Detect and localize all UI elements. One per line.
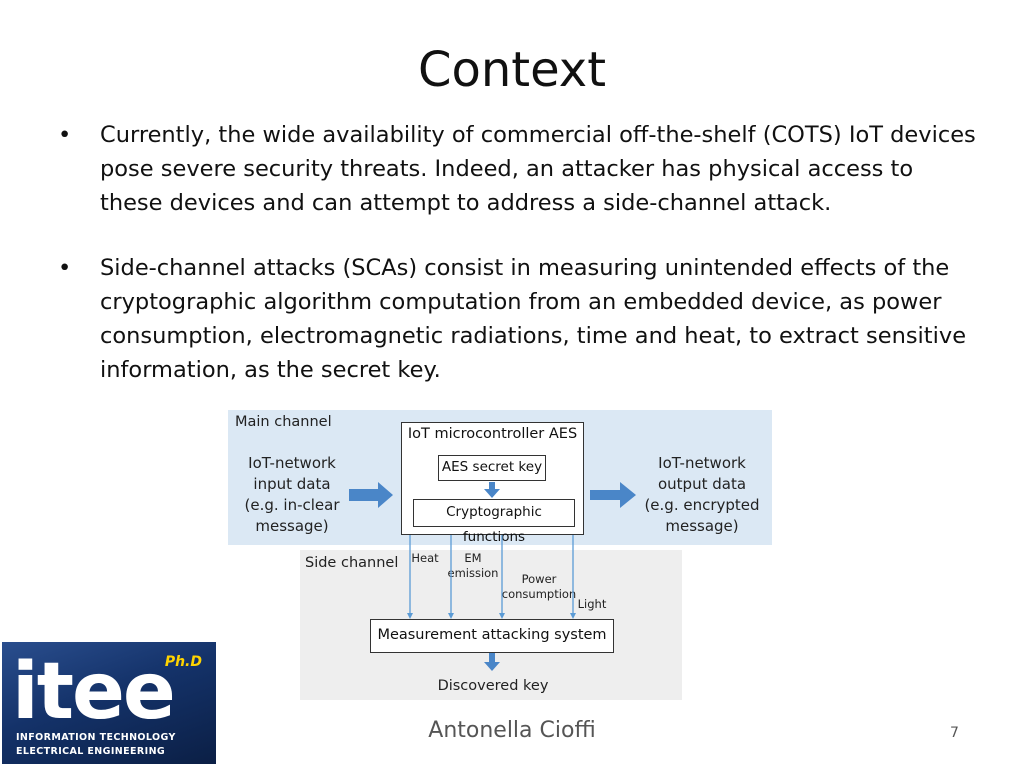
em-arrowhead — [448, 613, 454, 619]
power-arrowhead — [499, 613, 505, 619]
output-arrow — [590, 482, 636, 508]
light-arrowhead — [570, 613, 576, 619]
secret-key-box: AES secret key — [438, 455, 546, 481]
bullet-text: Currently, the wide availability of comm… — [100, 122, 976, 216]
light-label: Light — [577, 597, 607, 611]
output-data-label: IoT-network output data (e.g. encrypted … — [644, 454, 760, 535]
bullet-text: Side-channel attacks (SCAs) consist in m… — [100, 255, 967, 383]
logo-line-information-technology: INFORMATION TECHNOLOGY — [16, 732, 176, 743]
measurement-system-box: Measurement attacking system — [370, 619, 614, 653]
input-data-label: IoT-network input data (e.g. in-clear me… — [244, 454, 340, 535]
itee-logo: Ph.D itee INFORMATION TECHNOLOGY ELECTRI… — [2, 642, 216, 764]
side-channel-label: Side channel — [305, 555, 399, 571]
crypto-functions-box: Cryptographic functions — [413, 499, 575, 545]
bullet-item: • Side-channel attacks (SCAs) consist in… — [58, 251, 978, 387]
discovered-key-label: Discovered key — [437, 678, 549, 694]
phd-badge: Ph.D — [164, 654, 202, 670]
key-to-crypto-arrow — [484, 482, 500, 498]
measurement-to-key-arrow — [484, 653, 500, 671]
logo-line-electrical-engineering: ELECTRICAL ENGINEERING — [16, 746, 166, 757]
heat-arrowhead — [407, 613, 413, 619]
slide-title: Context — [417, 42, 607, 98]
heat-label: Heat — [411, 551, 439, 565]
input-arrow-shape — [349, 482, 393, 508]
slide-page-number: 7 — [950, 725, 959, 741]
diagram-connectors — [349, 482, 636, 671]
main-channel-label: Main channel — [235, 414, 332, 430]
em-emission-label: EM emission — [447, 551, 499, 580]
side-channel-diagram: Main channel Side channel IoT-network in… — [228, 410, 773, 702]
bullet-list: • Currently, the wide availability of co… — [58, 118, 978, 387]
bullet-item: • Currently, the wide availability of co… — [58, 118, 978, 220]
slide-footer-author: Antonella Cioffi — [428, 718, 596, 743]
bullet-marker: • — [58, 122, 72, 148]
microcontroller-title: IoT microcontroller AES — [407, 426, 578, 442]
bullet-marker: • — [58, 255, 72, 281]
power-consumption-label: Power consumption — [501, 572, 577, 601]
logo-wordmark: itee — [12, 647, 176, 737]
